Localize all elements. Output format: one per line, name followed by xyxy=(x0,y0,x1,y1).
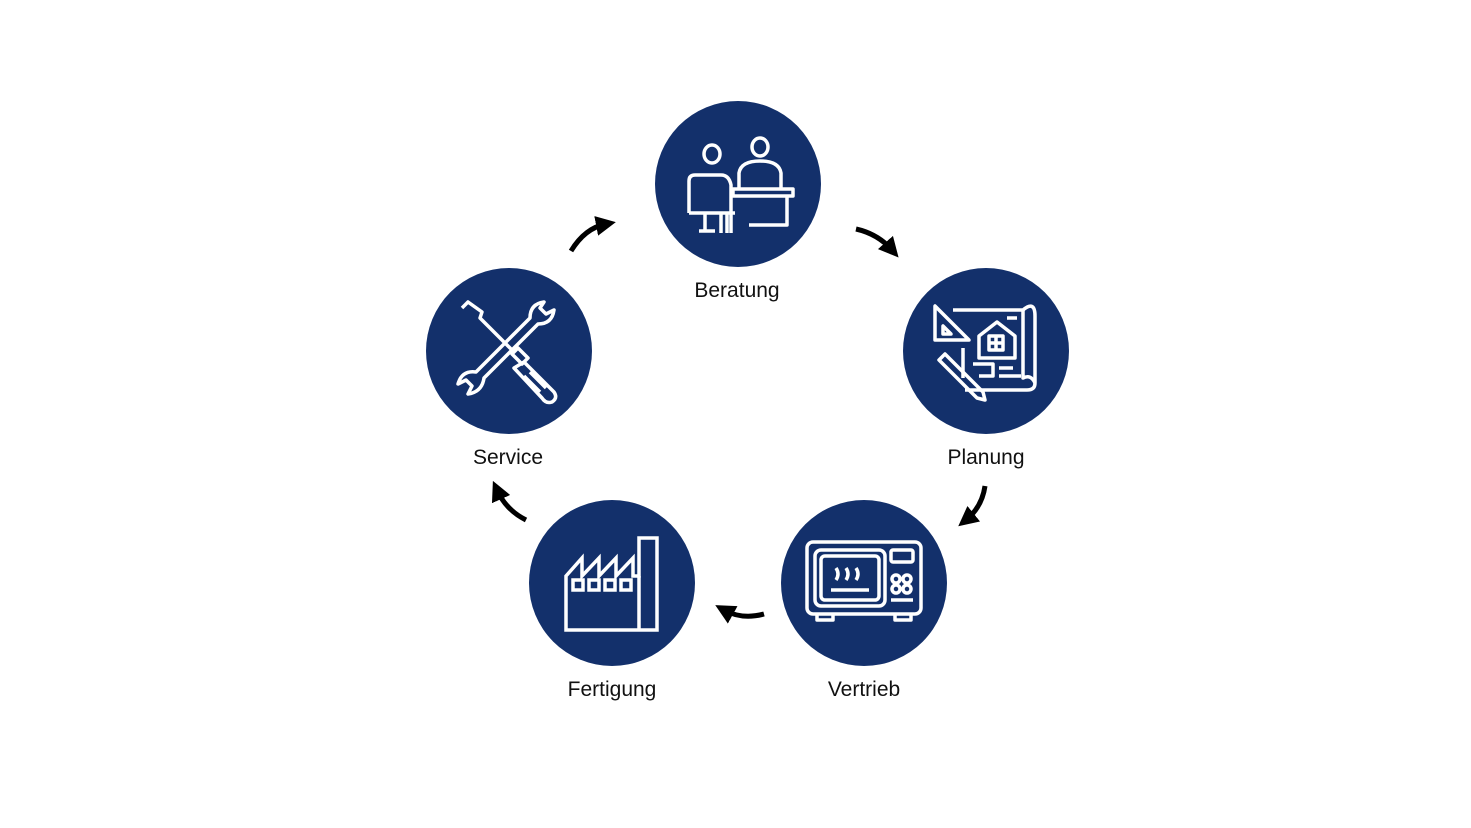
step-vertrieb xyxy=(781,500,947,666)
step-service xyxy=(426,268,592,434)
factory-icon xyxy=(564,536,659,632)
step-fertigung xyxy=(529,500,695,666)
arrow-beratung-to-planung xyxy=(855,226,899,258)
arrow-vertrieb-to-fertigung xyxy=(715,605,765,624)
blueprint-icon xyxy=(933,304,1037,402)
wrench-screwdriver-icon xyxy=(456,300,558,405)
arrow-planung-to-vertrieb xyxy=(958,485,988,527)
step-label-planung: Planung xyxy=(947,446,1025,469)
step-label-fertigung: Fertigung xyxy=(567,678,657,701)
arrow-service-to-beratung xyxy=(568,216,616,253)
step-beratung xyxy=(655,101,821,267)
step-label-service: Service xyxy=(472,446,544,469)
consultation-desk-icon xyxy=(687,136,795,233)
step-label-beratung: Beratung xyxy=(694,279,780,302)
arrow-fertigung-to-service xyxy=(491,480,528,523)
microwave-icon xyxy=(805,540,923,622)
step-label-vertrieb: Vertrieb xyxy=(827,678,901,701)
step-planung xyxy=(903,268,1069,434)
